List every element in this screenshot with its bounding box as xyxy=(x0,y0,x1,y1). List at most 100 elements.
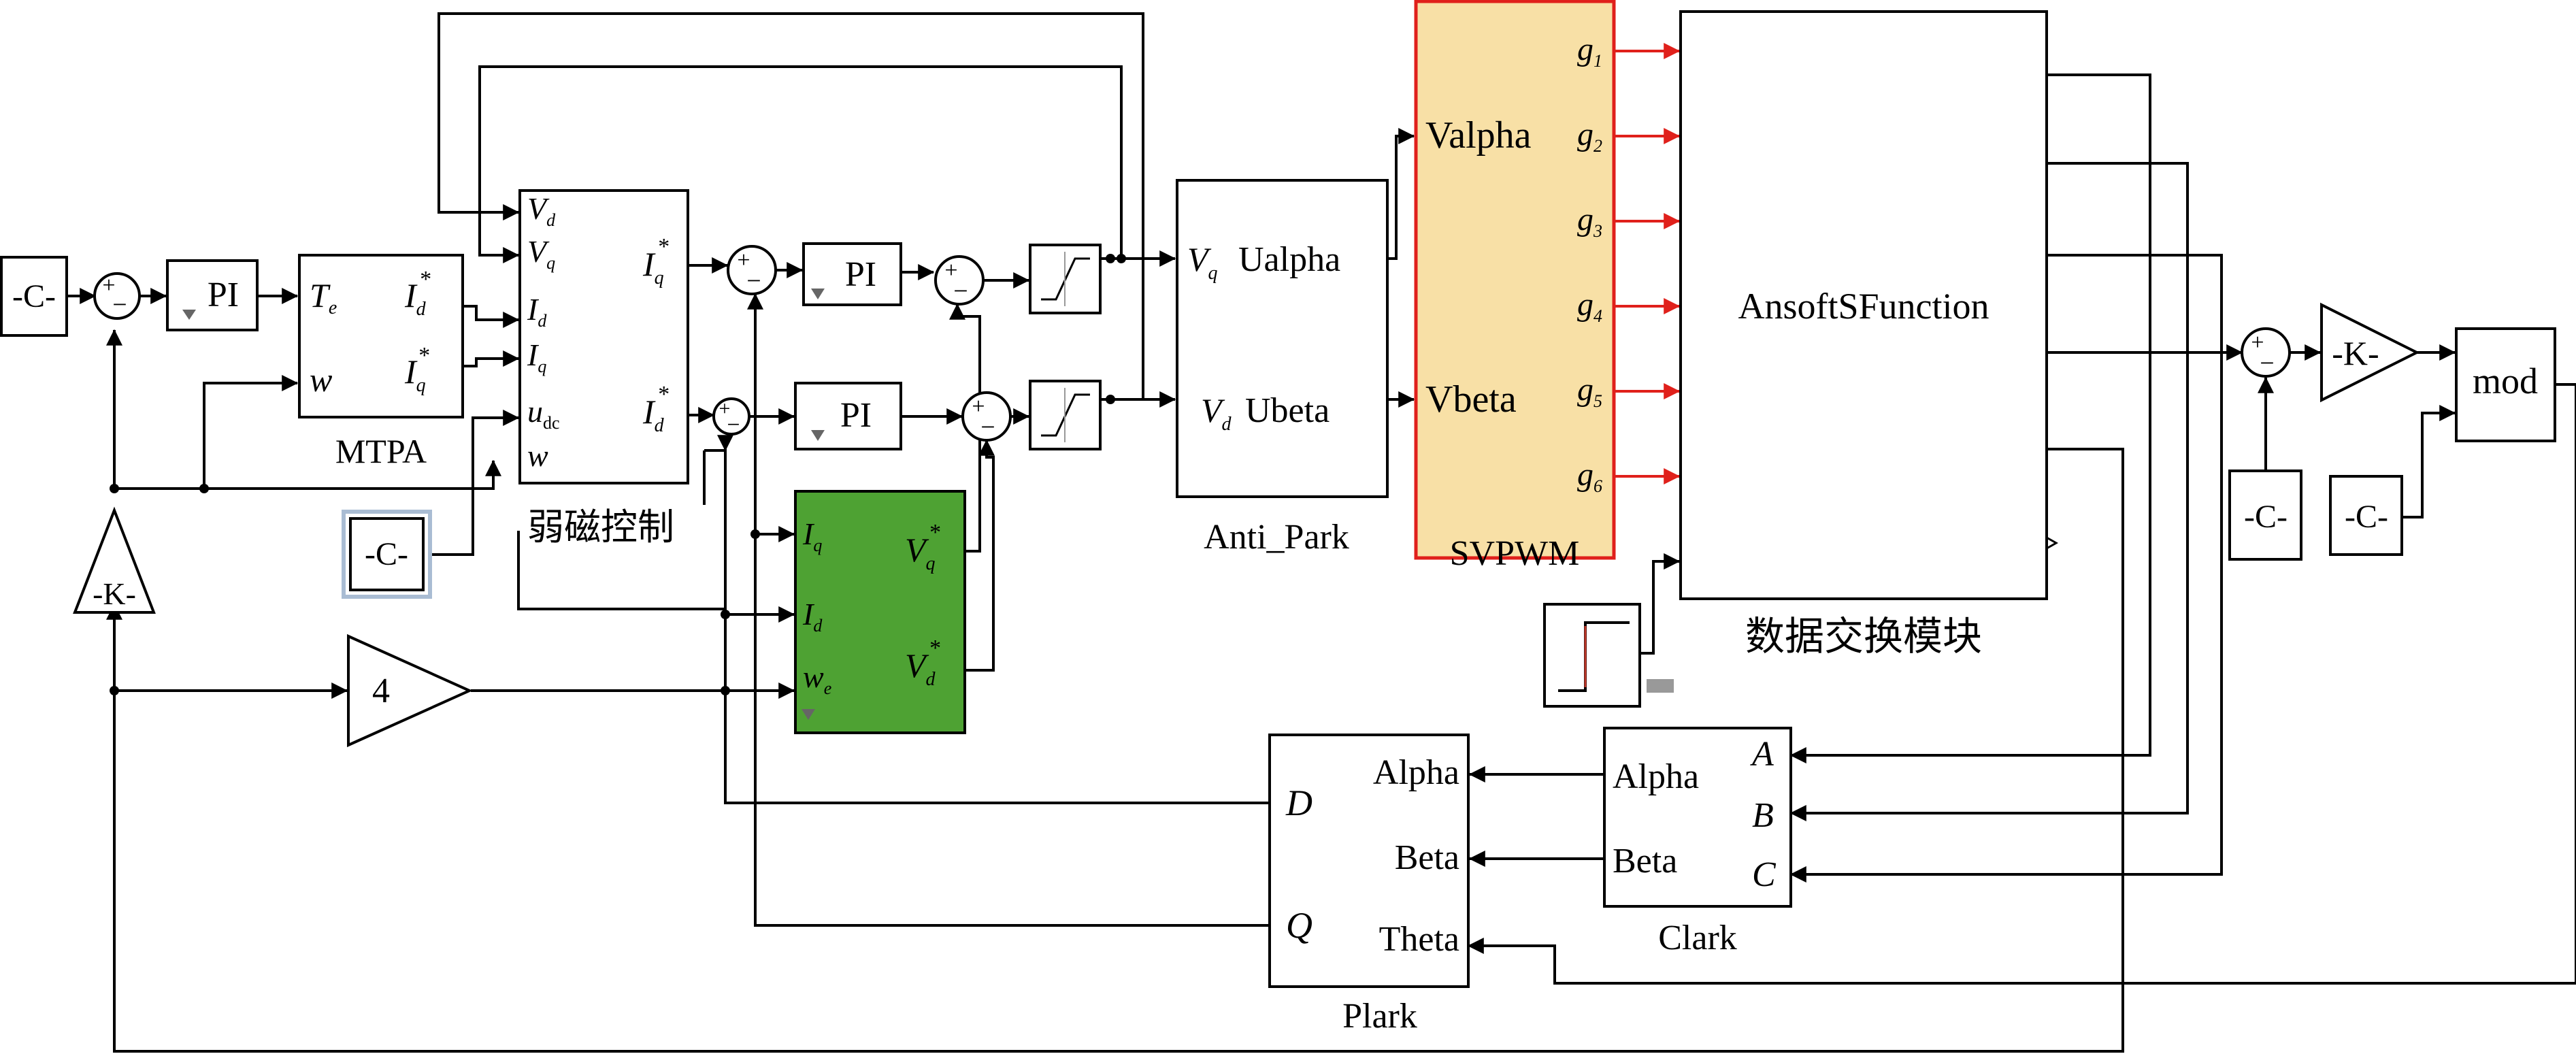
anti-park-caption: Anti_Park xyxy=(1204,518,1349,557)
svg-text:w: w xyxy=(527,438,548,473)
mtpa-caption: MTPA xyxy=(335,432,427,470)
svg-text:Alpha: Alpha xyxy=(1613,757,1699,796)
svg-text:PI: PI xyxy=(840,396,872,435)
saturation-block-q[interactable] xyxy=(1029,244,1102,314)
svg-text:Q: Q xyxy=(1286,905,1312,946)
constant-block-speed-ref[interactable]: -C- xyxy=(0,256,68,337)
svg-text:+: + xyxy=(719,397,731,420)
pi-block-id[interactable]: PI xyxy=(794,382,902,450)
sum-block-vq[interactable]: + − xyxy=(934,255,985,306)
mask-arrow-icon xyxy=(811,430,825,441)
svg-text:Beta: Beta xyxy=(1613,842,1677,880)
exchange-label: AnsoftSFunction xyxy=(1738,286,1989,327)
park-caption: Plark xyxy=(1342,997,1417,1036)
data-exchange-block[interactable]: AnsoftSFunction 数据交换模块 xyxy=(1679,10,2059,659)
svg-text:+: + xyxy=(944,258,957,283)
mask-arrow-icon xyxy=(802,709,815,720)
svg-text:Id*: Id* xyxy=(642,382,669,436)
mtpa-block[interactable]: Te w Id* Iq* MTPA xyxy=(298,254,464,470)
park-block[interactable]: D Q Alpha Beta Theta Plark xyxy=(1268,734,1470,1036)
svg-text:4: 4 xyxy=(372,672,390,710)
constant-label: -C- xyxy=(12,278,56,314)
svg-text:udc: udc xyxy=(527,394,560,433)
svg-text:mod: mod xyxy=(2473,361,2538,401)
clark-caption: Clark xyxy=(1658,919,1737,957)
svg-text:+: + xyxy=(972,394,985,419)
svg-text:-K-: -K- xyxy=(93,576,136,611)
svg-text:Alpha: Alpha xyxy=(1373,753,1459,792)
gain-block-k-right[interactable]: -K- xyxy=(2320,302,2420,403)
svg-text:+: + xyxy=(737,248,750,273)
flux-weakening-block[interactable]: Vd Vq Id Iq udc w Iq* Id* 弱磁控制 xyxy=(518,189,689,548)
constant-block-theta-1[interactable]: -C- xyxy=(2228,470,2302,561)
mtpa-in-te: Te xyxy=(310,276,337,318)
svg-text:−: − xyxy=(980,413,995,442)
junction-dots xyxy=(110,254,1126,695)
pi-label: PI xyxy=(208,276,239,314)
mask-arrow-icon xyxy=(811,289,825,299)
svg-text:D: D xyxy=(1285,783,1312,823)
svg-text:Vd: Vd xyxy=(527,191,556,230)
clark-block[interactable]: Alpha Beta A B C Clark xyxy=(1603,727,1792,957)
svg-text:g5: g5 xyxy=(1577,372,1602,411)
decoupling-block[interactable]: Iq Id we Vq* Vd* xyxy=(794,490,966,734)
svg-text:g2: g2 xyxy=(1577,116,1602,156)
anti-park-block[interactable]: Vq Ualpha Vd Ubeta Anti_Park xyxy=(1176,179,1389,557)
sum-block-vd[interactable]: + − xyxy=(961,391,1012,442)
svg-text:PI: PI xyxy=(845,255,876,294)
svg-text:Vq: Vq xyxy=(527,234,555,273)
sum-block-theta[interactable]: + − xyxy=(2241,327,2291,378)
svg-text:Id: Id xyxy=(527,292,547,331)
svg-text:−: − xyxy=(112,291,127,319)
mod-block[interactable]: mod xyxy=(2455,327,2556,442)
svg-text:Id: Id xyxy=(802,597,823,636)
svg-text:+: + xyxy=(102,273,115,298)
pi-block-speed[interactable]: PI xyxy=(166,259,259,331)
gain-block-k-feedback[interactable]: -K- xyxy=(73,506,156,614)
svg-text:Beta: Beta xyxy=(1395,838,1459,877)
flux-weakening-caption: 弱磁控制 xyxy=(527,507,674,548)
sum-block-speed[interactable]: + − xyxy=(93,272,141,320)
svg-text:−: − xyxy=(746,267,761,295)
svg-text:-K-: -K- xyxy=(2332,334,2379,372)
svg-text:−: − xyxy=(2260,349,2274,378)
svg-text:B: B xyxy=(1752,796,1774,835)
svg-text:Vbeta: Vbeta xyxy=(1425,378,1517,421)
svg-text:we: we xyxy=(803,659,831,698)
svg-text:g6: g6 xyxy=(1577,457,1602,496)
svg-text:+: + xyxy=(2251,330,2264,355)
gain-block-4[interactable]: 4 xyxy=(347,633,473,748)
svg-text:Ubeta: Ubeta xyxy=(1245,391,1330,430)
svg-text:Valpha: Valpha xyxy=(1425,114,1532,157)
svg-text:-C-: -C- xyxy=(2345,499,2388,535)
svg-text:−: − xyxy=(727,412,740,438)
svg-text:g1: g1 xyxy=(1577,31,1602,71)
svg-text:Vd*: Vd* xyxy=(905,636,940,690)
mask-arrow-icon xyxy=(182,310,196,320)
svg-text:Iq: Iq xyxy=(802,516,822,555)
mtpa-out-id: Id* xyxy=(404,267,431,320)
exchange-caption: 数据交换模块 xyxy=(1745,614,1982,659)
sum-block-iq[interactable]: + − xyxy=(727,245,777,295)
svg-text:-C-: -C- xyxy=(2244,499,2288,535)
sum-block-id[interactable]: + − xyxy=(712,397,750,438)
pi-block-iq[interactable]: PI xyxy=(802,242,902,306)
svg-text:Iq: Iq xyxy=(527,337,546,376)
svg-text:Theta: Theta xyxy=(1379,920,1459,959)
svg-text:-C-: -C- xyxy=(365,536,408,572)
svpwm-block[interactable]: Valpha Vbeta g1 g2 g3 g4 g5 g6 SVPWM xyxy=(1414,0,1616,573)
svg-text:Vd: Vd xyxy=(1201,391,1232,435)
svg-text:Iq*: Iq* xyxy=(642,234,669,289)
svg-text:A: A xyxy=(1750,735,1774,774)
svg-text:Vq: Vq xyxy=(1187,240,1218,284)
mtpa-out-iq: Iq* xyxy=(404,343,429,396)
svg-text:Ualpha: Ualpha xyxy=(1238,240,1340,279)
saturation-block-d[interactable] xyxy=(1029,380,1102,450)
constant-block-theta-2[interactable]: -C- xyxy=(2329,475,2403,556)
constant-block-udc[interactable]: -C- xyxy=(342,510,432,599)
svg-text:C: C xyxy=(1752,855,1777,894)
step-block[interactable] xyxy=(1543,603,1674,708)
svg-text:Vq*: Vq* xyxy=(905,520,940,574)
svg-text:g4: g4 xyxy=(1577,286,1602,326)
